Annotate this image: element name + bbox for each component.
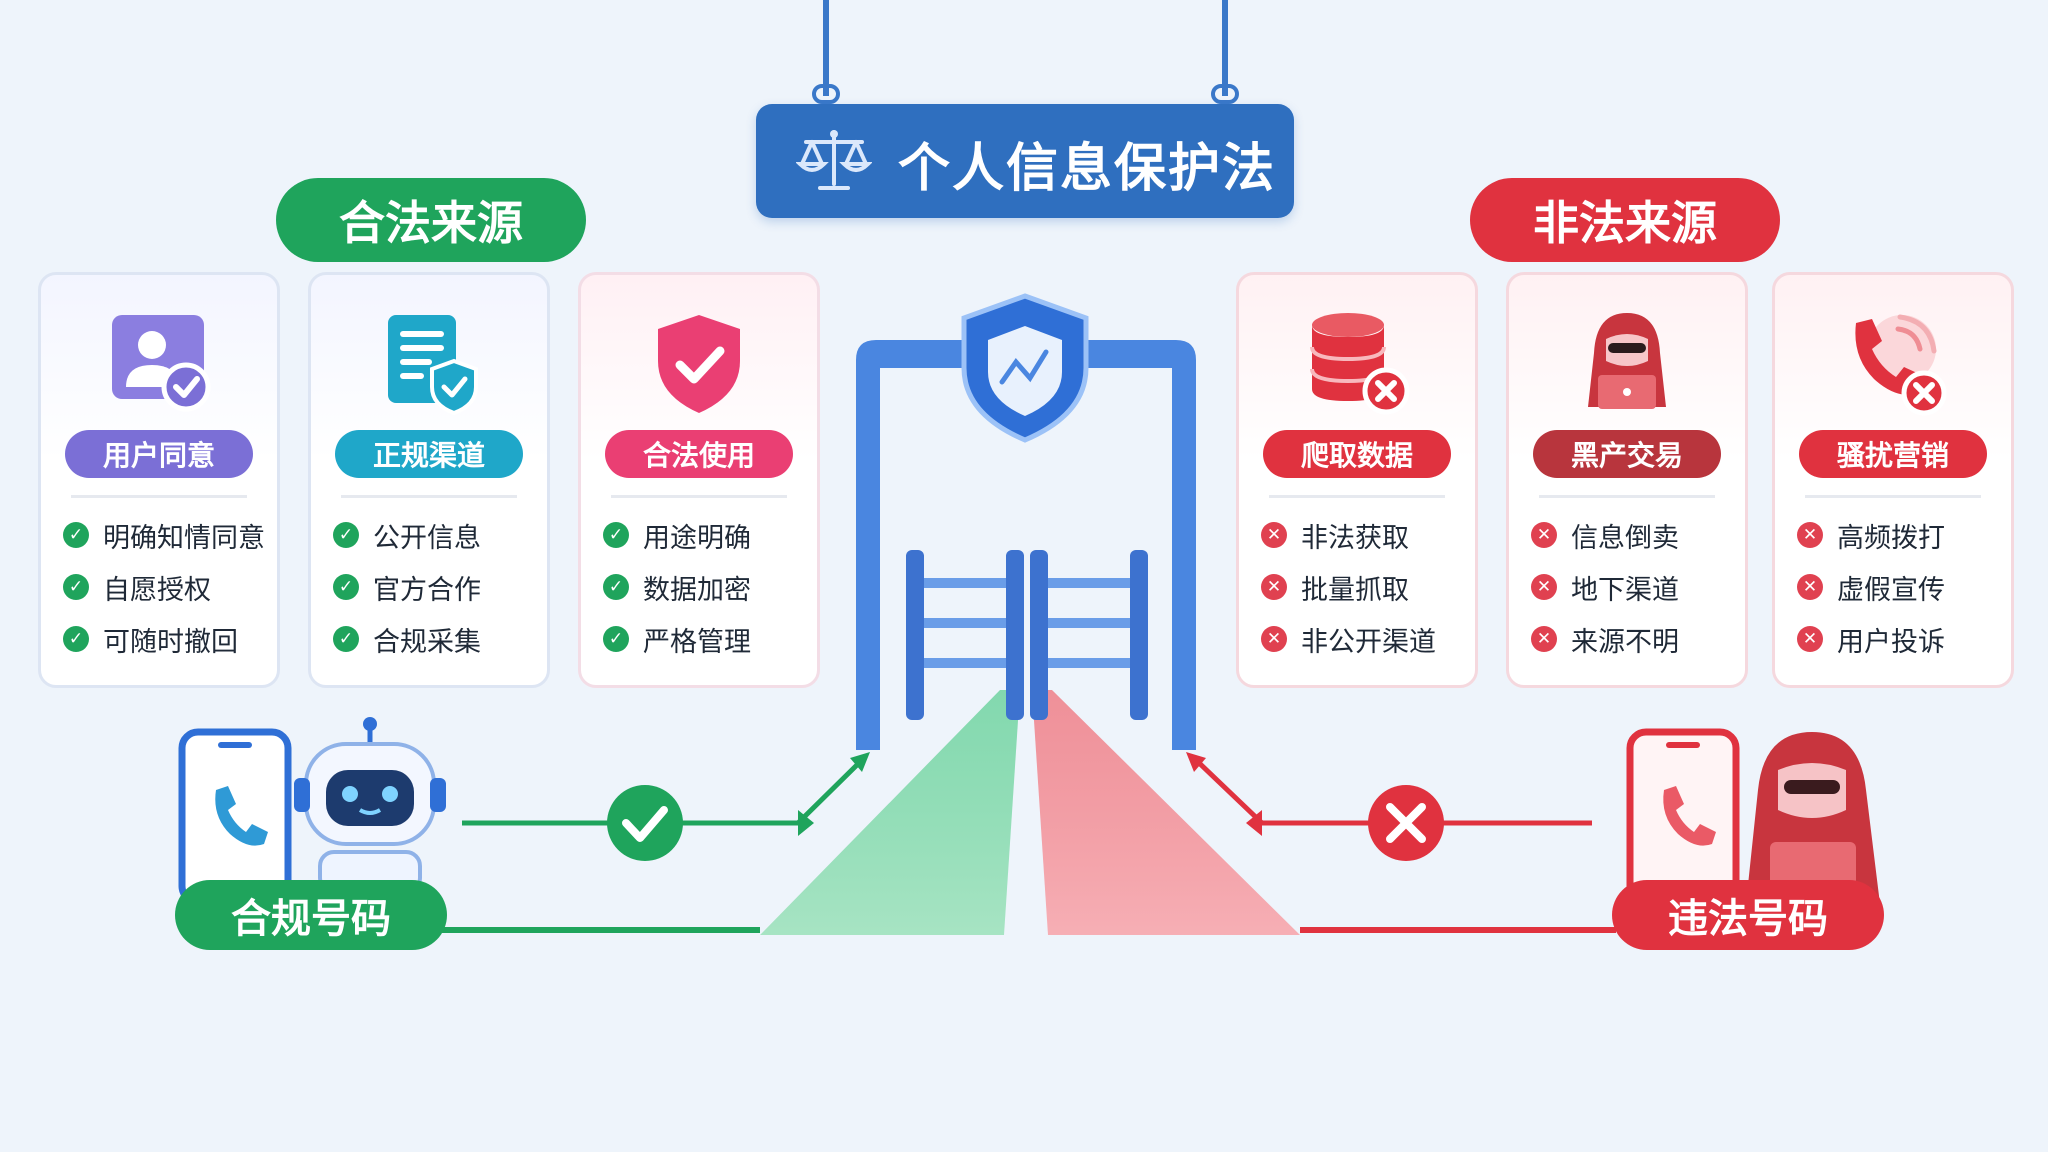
list-item: ✓ 公开信息 — [333, 515, 481, 555]
gate-shield-icon — [961, 293, 1089, 443]
tag-legal-use: 合法使用 — [605, 430, 793, 478]
item-text: 用途明确 — [643, 522, 751, 554]
list-item: ✓ 明确知情同意 — [63, 515, 265, 555]
list-item: ✕ 信息倒卖 — [1531, 515, 1679, 555]
check-icon: ✓ — [63, 574, 89, 600]
hacker-icon — [1588, 313, 1666, 409]
approve-icon — [607, 785, 683, 861]
list-item: ✕ 虚假宣传 — [1797, 567, 1945, 607]
tag-user-consent: 用户同意 — [65, 430, 253, 478]
list-item: ✕ 用户投诉 — [1797, 619, 1945, 659]
item-text: 地下渠道 — [1571, 574, 1679, 606]
illegal-header: 非法来源 — [1470, 178, 1780, 262]
card-divider — [1805, 495, 1981, 498]
item-text: 明确知情同意 — [103, 522, 265, 554]
list-item: ✕ 来源不明 — [1531, 619, 1679, 659]
list-item: ✕ 非法获取 — [1261, 515, 1409, 555]
x-icon: ✕ — [1797, 574, 1823, 600]
check-icon: ✓ — [63, 522, 89, 548]
shield-check-icon — [658, 315, 740, 413]
item-text: 合规采集 — [373, 626, 481, 658]
hanger-right — [1222, 0, 1228, 96]
list-item: ✕ 批量抓取 — [1261, 567, 1409, 607]
tag-official-channel: 正规渠道 — [335, 430, 523, 478]
tag-harassment: 骚扰营销 — [1799, 430, 1987, 478]
user-check-icon — [112, 315, 211, 412]
list-item: ✓ 用途明确 — [603, 515, 751, 555]
item-text: 信息倒卖 — [1571, 522, 1679, 554]
check-icon: ✓ — [603, 626, 629, 652]
legal-header: 合法来源 — [276, 178, 586, 262]
item-text: 公开信息 — [373, 522, 481, 554]
item-text: 非公开渠道 — [1301, 626, 1436, 658]
hanger-ring-right — [1211, 84, 1239, 104]
list-item: ✓ 可随时撤回 — [63, 619, 238, 659]
item-text: 严格管理 — [643, 626, 751, 658]
x-icon: ✕ — [1261, 574, 1287, 600]
page-title: 个人信息保护法 — [898, 139, 1277, 199]
check-icon: ✓ — [63, 626, 89, 652]
x-icon: ✕ — [1797, 626, 1823, 652]
list-item: ✓ 数据加密 — [603, 567, 751, 607]
item-text: 用户投诉 — [1837, 626, 1945, 658]
item-text: 非法获取 — [1301, 522, 1409, 554]
list-item: ✕ 非公开渠道 — [1261, 619, 1436, 659]
list-item: ✓ 自愿授权 — [63, 567, 211, 607]
x-icon: ✕ — [1261, 522, 1287, 548]
card-divider — [341, 495, 517, 498]
card-divider — [611, 495, 787, 498]
x-icon: ✕ — [1531, 574, 1557, 600]
card-official-channel: 正规渠道 ✓ 公开信息 ✓ 官方合作 ✓ 合规采集 — [308, 272, 550, 688]
hanger-ring-left — [812, 84, 840, 104]
x-icon: ✕ — [1261, 626, 1287, 652]
scales-icon — [796, 130, 872, 190]
title-banner: 个人信息保护法 — [756, 104, 1294, 218]
item-text: 可随时撤回 — [103, 626, 238, 658]
check-icon: ✓ — [603, 522, 629, 548]
hanger-left — [823, 0, 829, 96]
check-icon: ✓ — [333, 574, 359, 600]
x-icon: ✕ — [1797, 522, 1823, 548]
card-legal-use: 合法使用 ✓ 用途明确 ✓ 数据加密 ✓ 严格管理 — [578, 272, 820, 688]
card-divider — [71, 495, 247, 498]
list-item: ✓ 官方合作 — [333, 567, 481, 607]
illegal-beam — [1032, 690, 1300, 935]
card-black-market: 黑产交易 ✕ 信息倒卖 ✕ 地下渠道 ✕ 来源不明 — [1506, 272, 1748, 688]
list-item: ✓ 合规采集 — [333, 619, 481, 659]
card-harassment: 骚扰营销 ✕ 高频拨打 ✕ 虚假宣传 ✕ 用户投诉 — [1772, 272, 2014, 688]
item-text: 数据加密 — [643, 574, 751, 606]
list-item: ✕ 地下渠道 — [1531, 567, 1679, 607]
item-text: 批量抓取 — [1301, 574, 1409, 606]
robot-icon — [294, 717, 446, 894]
illegal-phone-icon — [1626, 728, 1740, 906]
item-text: 自愿授权 — [103, 574, 211, 606]
check-icon: ✓ — [333, 626, 359, 652]
x-icon: ✕ — [1531, 626, 1557, 652]
compliant-phone-icon — [178, 728, 292, 906]
item-text: 来源不明 — [1571, 626, 1679, 658]
list-item: ✓ 严格管理 — [603, 619, 751, 659]
card-scraped-data: 爬取数据 ✕ 非法获取 ✕ 批量抓取 ✕ 非公开渠道 — [1236, 272, 1478, 688]
item-text: 高频拨打 — [1837, 522, 1945, 554]
compliant-number-label: 合规号码 — [175, 880, 447, 950]
document-shield-icon — [388, 315, 478, 416]
item-text: 虚假宣传 — [1837, 574, 1945, 606]
card-divider — [1269, 495, 1445, 498]
database-x-icon — [1310, 313, 1410, 415]
illegal-number-label: 违法号码 — [1612, 880, 1884, 950]
phone-x-icon — [1855, 314, 1947, 416]
item-text: 官方合作 — [373, 574, 481, 606]
tag-black-market: 黑产交易 — [1533, 430, 1721, 478]
check-icon: ✓ — [603, 574, 629, 600]
tag-scraped-data: 爬取数据 — [1263, 430, 1451, 478]
list-item: ✕ 高频拨打 — [1797, 515, 1945, 555]
check-icon: ✓ — [333, 522, 359, 548]
card-divider — [1539, 495, 1715, 498]
hacker-figure-icon — [1746, 732, 1880, 904]
x-icon: ✕ — [1531, 522, 1557, 548]
legal-beam — [760, 690, 1020, 935]
card-user-consent: 用户同意 ✓ 明确知情同意 ✓ 自愿授权 ✓ 可随时撤回 — [38, 272, 280, 688]
